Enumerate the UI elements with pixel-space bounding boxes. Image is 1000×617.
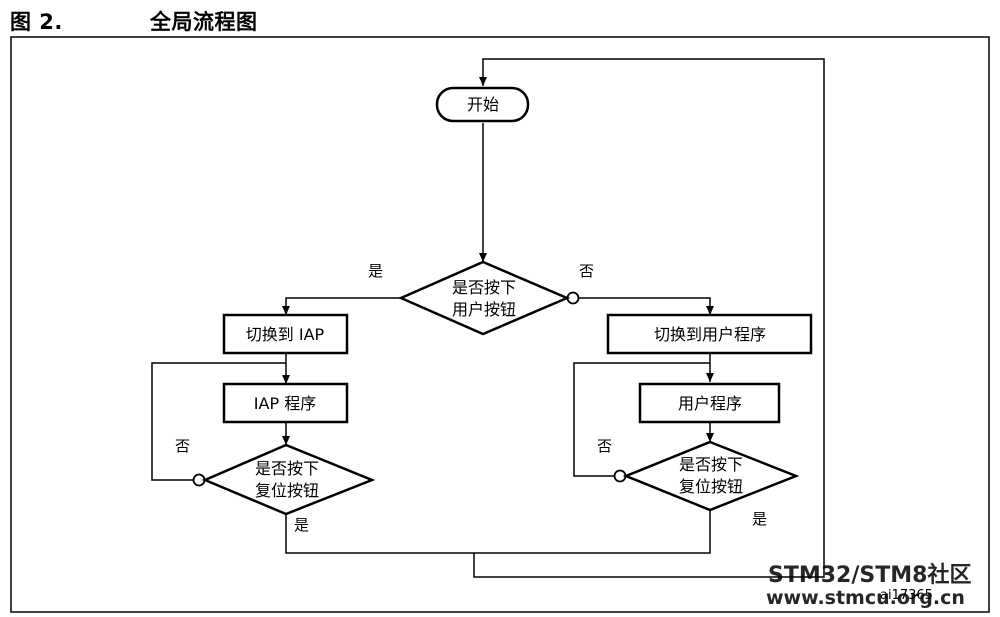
decision-main-line1: 是否按下 [452,278,516,297]
watermark-line1: STM32/STM8社区 [768,562,971,588]
label-right-no: 否 [597,437,612,455]
process-user-program-label: 用户程序 [678,394,742,413]
start-terminal [435,86,530,123]
figure-number: 图 2. [10,10,63,34]
decision-right-line1: 是否按下 [679,455,743,474]
process-switch-iap [222,313,349,355]
decision-left [201,443,376,516]
process-user-program [638,382,781,424]
figure-id: ai17365 [880,588,933,603]
label-main-no: 否 [579,262,594,280]
label-left-yes: 是 [294,516,309,534]
start-label: 开始 [467,95,499,114]
edge-return-to-start [473,58,825,578]
decision-left-line2: 复位按钮 [255,481,319,500]
decision-right-line2: 复位按钮 [679,477,743,496]
edge-left-yes [285,510,711,554]
label-left-no: 否 [175,437,190,455]
process-switch-user-label: 切换到用户程序 [654,325,766,344]
process-iap-program-label: IAP 程序 [254,394,316,413]
process-switch-iap-label: 切换到 IAP [246,325,325,344]
label-right-yes: 是 [752,510,767,528]
decision-right [622,440,800,512]
edge-main-no [578,297,714,315]
edge-main-yes [282,297,401,315]
process-iap-program [222,382,349,424]
watermark-line2: www.stmcu.org.cn [766,587,965,609]
process-switch-user [606,313,813,355]
decision-left-line1: 是否按下 [255,459,319,478]
label-main-yes: 是 [368,262,383,280]
decision-main-line2: 用户按钮 [452,300,516,319]
figure-frame [10,36,990,613]
decision-main [397,260,571,336]
edge-right-no-loop [573,362,710,477]
figure-title: 全局流程图 [150,10,258,34]
edge-left-no-loop [151,362,286,481]
